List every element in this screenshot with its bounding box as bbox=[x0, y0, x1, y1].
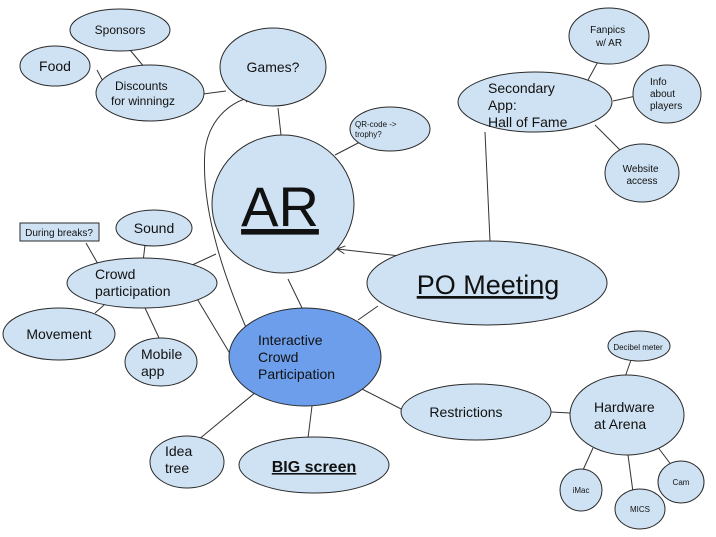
node-decibel-meter: Decibel meter bbox=[607, 330, 671, 362]
node-interactive-crowd-participation: Interactive Crowd Participation bbox=[228, 307, 382, 407]
node-restrictions: Restrictions bbox=[400, 383, 552, 441]
edge-imac-hardware bbox=[582, 447, 594, 471]
node-discounts: Discounts for winningz bbox=[95, 64, 205, 122]
node-during-breaks: During breaks? bbox=[19, 222, 100, 242]
edge-ar-qr bbox=[334, 141, 361, 156]
edge-interactive-restrictions bbox=[357, 386, 408, 413]
edge-restrictions-hardware bbox=[550, 411, 571, 414]
node-big-screen-label: BIG screen bbox=[272, 459, 356, 476]
edge-interactive-idea bbox=[191, 391, 257, 446]
node-sound-label: Sound bbox=[134, 220, 174, 236]
node-movement: Movement bbox=[2, 307, 116, 361]
node-po-meeting: PO Meeting bbox=[366, 240, 608, 326]
node-qr-code-label: QR-code -> trophy? bbox=[355, 120, 399, 139]
edge-breaks-crowd bbox=[85, 242, 99, 265]
node-po-meeting-label: PO Meeting bbox=[417, 270, 560, 300]
node-imac: iMac bbox=[559, 468, 603, 512]
edge-discounts-games bbox=[202, 90, 227, 95]
edge-po-interactive bbox=[357, 305, 379, 321]
node-during-breaks-label: During breaks? bbox=[25, 228, 93, 239]
edge-crowd-interactive bbox=[195, 296, 233, 358]
node-sound: Sound bbox=[115, 209, 193, 247]
node-cam-label: Cam bbox=[673, 478, 690, 487]
node-fanpics: Fanpics w/ AR bbox=[568, 7, 650, 65]
edge-ar-crowd bbox=[189, 253, 217, 267]
node-info-players: Info about players bbox=[632, 64, 702, 124]
node-crowd-participation-label: Crowd participation bbox=[95, 266, 171, 299]
node-ar-label: AR bbox=[241, 175, 319, 238]
edge-website-secondary bbox=[594, 124, 623, 153]
node-fanpics-label: Fanpics w/ AR bbox=[590, 25, 628, 49]
node-movement-label: Movement bbox=[26, 326, 91, 342]
node-mobile-app: Mobile app bbox=[124, 337, 198, 387]
edge-mics-hardware bbox=[627, 454, 634, 493]
edge-secondary-po bbox=[484, 131, 491, 242]
node-website: Website access bbox=[604, 143, 680, 203]
node-restrictions-label: Restrictions bbox=[429, 404, 502, 420]
node-interactive-label: Interactive Crowd Participation bbox=[258, 332, 335, 382]
node-cam: Cam bbox=[657, 460, 705, 504]
node-website-label: Website access bbox=[623, 164, 662, 187]
node-games-label: Games? bbox=[247, 59, 300, 75]
node-mics-label: MICS bbox=[630, 505, 650, 514]
edge-cam-hardware bbox=[656, 445, 673, 467]
node-games: Games? bbox=[219, 27, 327, 107]
node-idea-tree-label: Idea tree bbox=[165, 443, 196, 476]
node-hardware-at-arena: Hardware at Arena bbox=[569, 374, 685, 456]
node-mobile-app-label: Mobile app bbox=[141, 346, 186, 379]
edge-info-secondary bbox=[612, 95, 637, 102]
edge-interactive-big bbox=[307, 405, 313, 439]
edge-ar-interactive bbox=[287, 278, 304, 311]
node-secondary-app: Secondary App: Hall of Fame bbox=[457, 71, 613, 133]
edge-interactive-games bbox=[203, 97, 253, 331]
node-qr-code: QR-code -> trophy? bbox=[349, 106, 431, 152]
edge-games-ar bbox=[277, 107, 282, 136]
edge-mobile-crowd bbox=[144, 307, 161, 341]
node-sponsors: Sponsors bbox=[69, 8, 171, 52]
node-idea-tree: Idea tree bbox=[149, 435, 225, 489]
node-mics: MICS bbox=[614, 488, 666, 530]
node-imac-label: iMac bbox=[573, 486, 590, 495]
node-ar: AR bbox=[211, 134, 355, 274]
node-big-screen: BIG screen bbox=[238, 436, 390, 494]
node-hardware-label: Hardware at Arena bbox=[594, 399, 659, 432]
node-food: Food bbox=[19, 45, 91, 87]
node-crowd-participation: Crowd participation bbox=[66, 257, 218, 309]
node-sponsors-label: Sponsors bbox=[95, 23, 146, 37]
edge-decibel-hardware bbox=[624, 359, 632, 378]
node-secondary-app-label: Secondary App: Hall of Fame bbox=[488, 80, 568, 130]
node-food-label: Food bbox=[39, 58, 71, 74]
node-discounts-label: Discounts for winningz bbox=[111, 79, 175, 108]
node-info-players-label: Info about players bbox=[650, 77, 682, 112]
node-decibel-meter-label: Decibel meter bbox=[613, 343, 663, 352]
